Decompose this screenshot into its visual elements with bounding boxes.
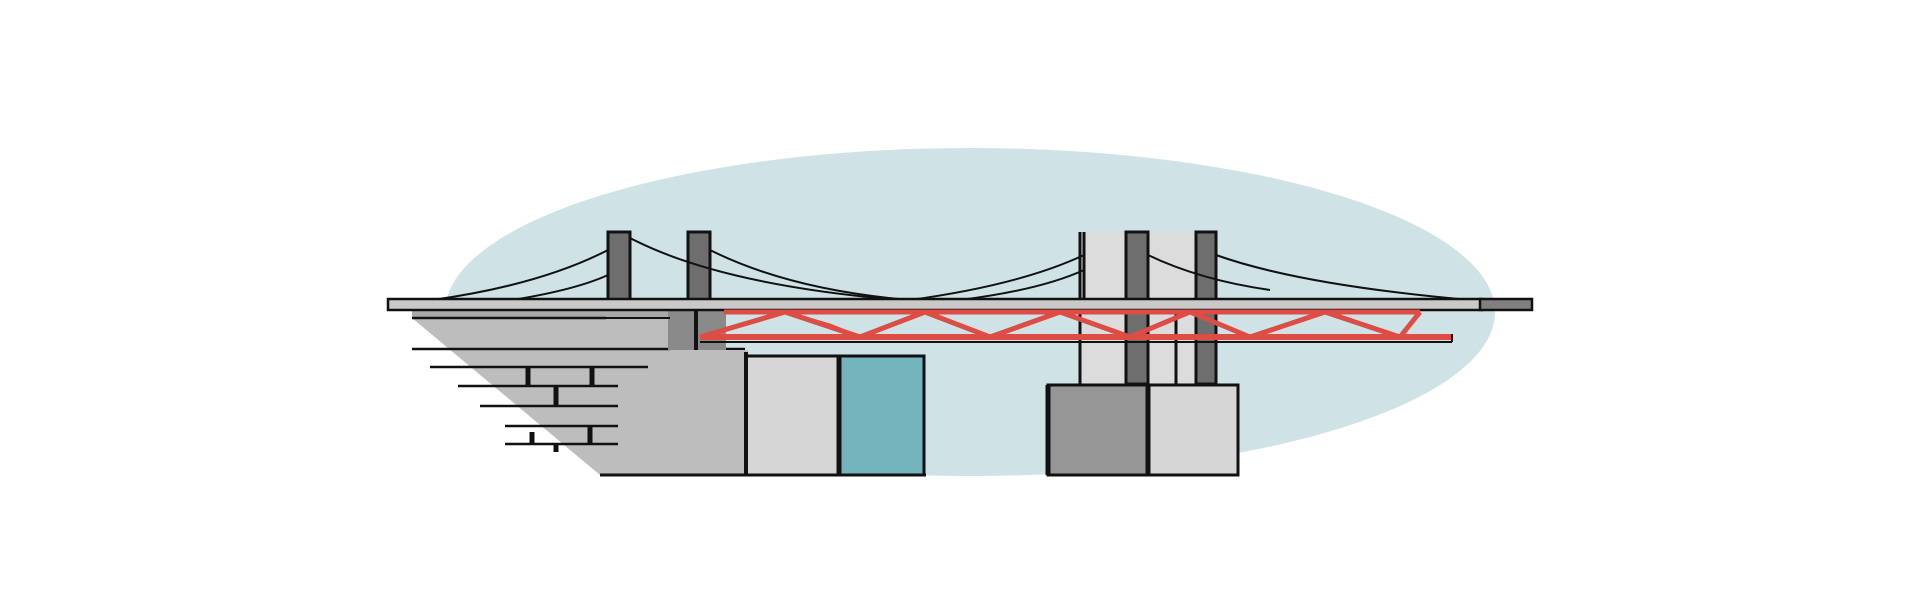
truss-icon — [699, 309, 1452, 340]
tower-1 — [606, 230, 632, 302]
water-panel — [838, 354, 926, 477]
deck-end — [1478, 297, 1534, 312]
left-block — [600, 350, 926, 477]
cables — [431, 237, 1471, 301]
pier-icon — [1045, 383, 1240, 477]
